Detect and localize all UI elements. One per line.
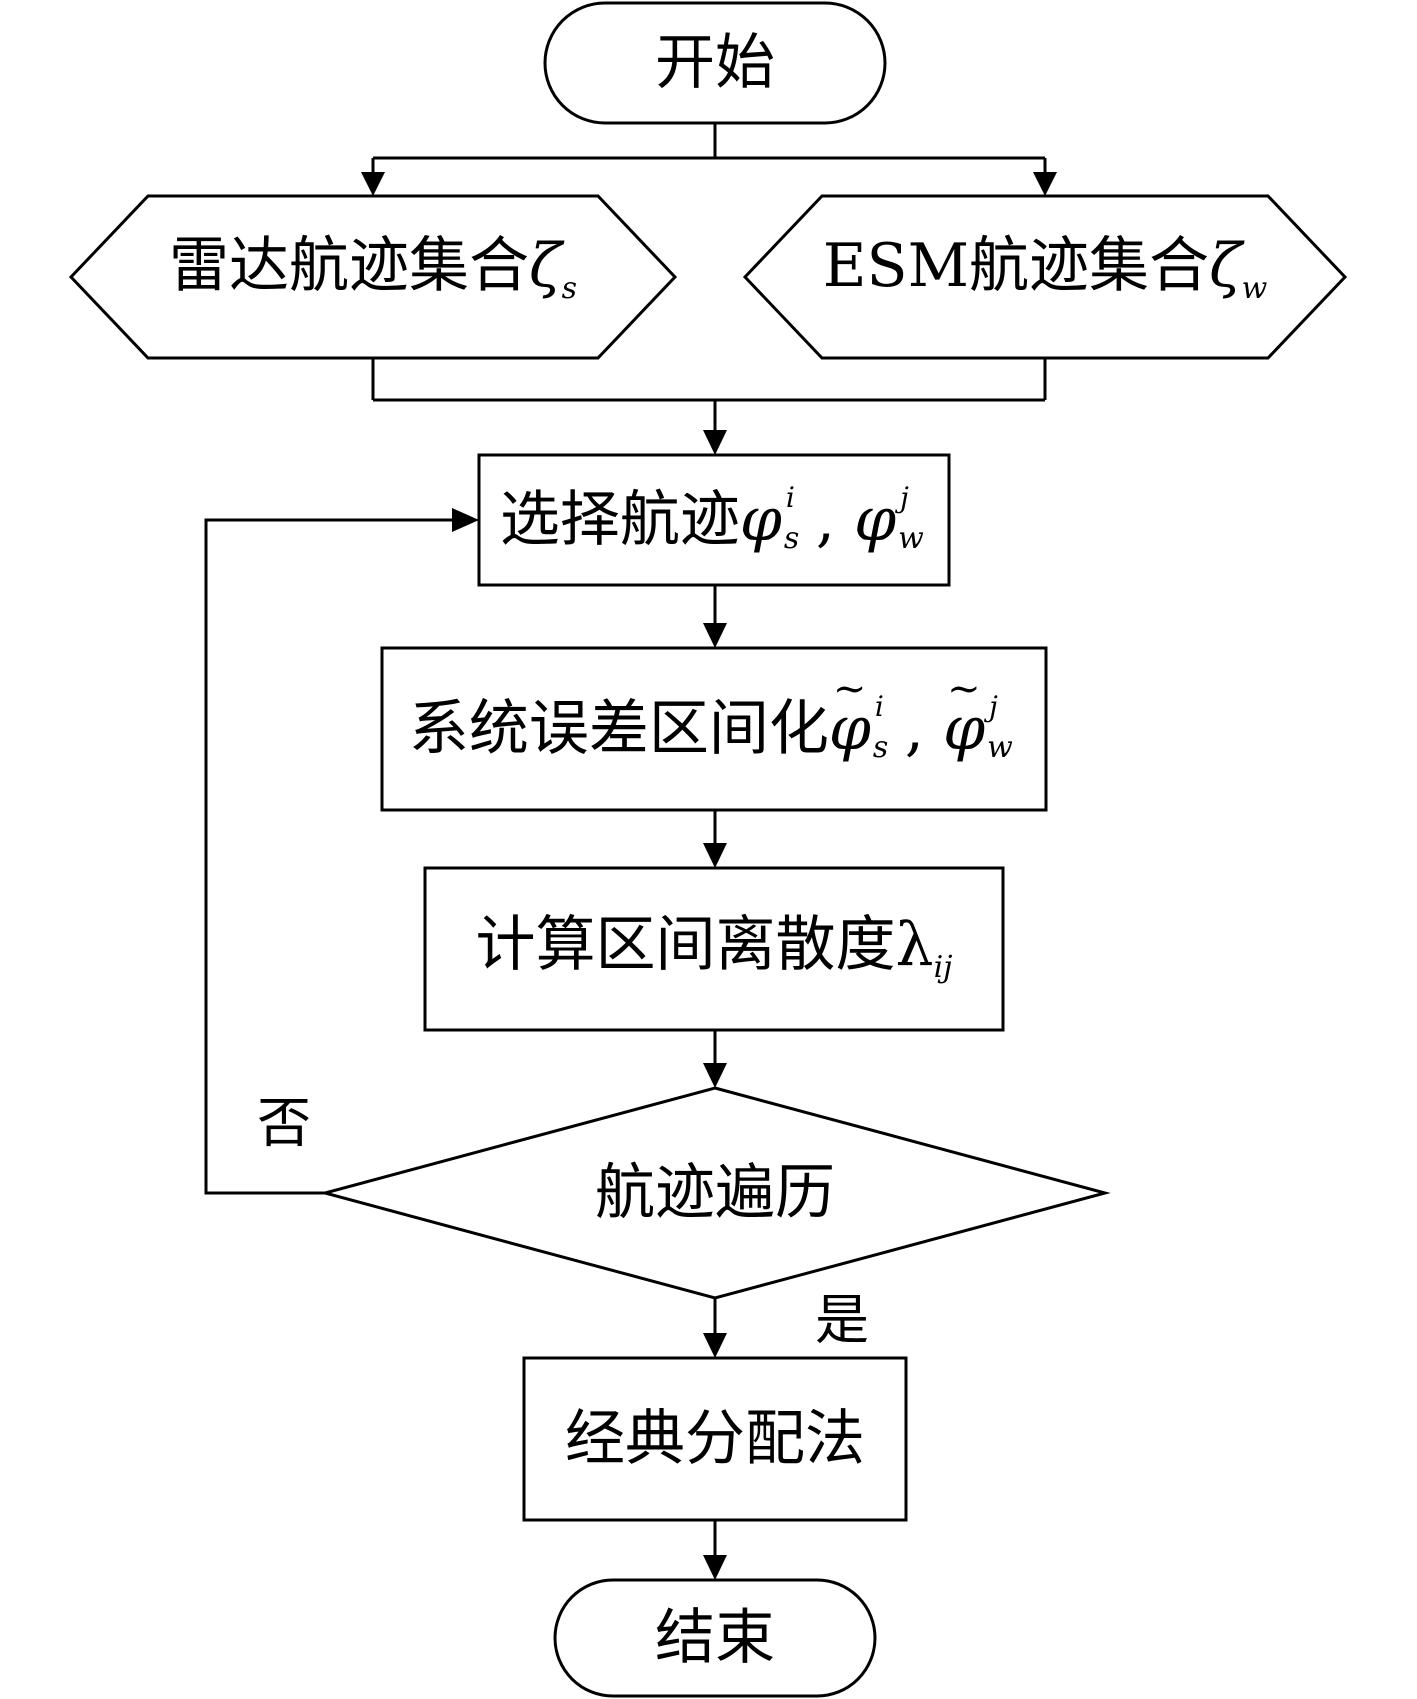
dispersion-label: 计算区间离散度λij	[476, 915, 953, 983]
start-label: 开始	[655, 33, 775, 93]
arrow-to-esm	[1033, 172, 1057, 196]
esm-set-symbol: ζ	[1209, 231, 1242, 301]
select-track-symbol-1: φ	[739, 485, 782, 555]
traverse-text: 航迹遍历	[595, 1158, 835, 1228]
end-text: 结束	[655, 1603, 775, 1673]
arrow-loop-to-select	[452, 508, 479, 532]
esm-set-subscript: w	[1241, 271, 1268, 306]
interval-text: 系统误差区间化	[408, 694, 829, 764]
interval-symbol-2: φ	[943, 669, 985, 759]
select-track-sup-2: j	[900, 481, 909, 514]
arrow-to-decision	[703, 1063, 727, 1088]
select-track-sub-2: w	[898, 521, 924, 556]
yes-branch-label: 是	[815, 1288, 869, 1352]
select-track-text: 选择航迹	[499, 485, 740, 555]
dispersion-subscript: ij	[933, 950, 953, 985]
interval-sup-1: i	[874, 690, 884, 723]
interval-sup-2: j	[989, 690, 998, 723]
assign-text: 经典分配法	[565, 1404, 865, 1474]
esm-set-label: ESM航迹集合ζw	[823, 236, 1268, 304]
arrow-to-dispersion	[703, 843, 727, 868]
arrow-to-select	[703, 430, 727, 455]
start-text: 开始	[655, 28, 775, 98]
select-track-symbol-2: φ	[854, 485, 897, 555]
arrow-to-assign	[703, 1333, 727, 1358]
arrow-to-interval	[703, 623, 727, 648]
radar-set-hexagon	[68, 194, 678, 360]
dispersion-text: 计算区间离散度	[475, 910, 896, 980]
interval-sub-1: s	[872, 730, 889, 765]
dispersion-box	[423, 866, 1005, 1032]
esm-set-text: ESM航迹集合	[822, 231, 1210, 301]
connector-no-loop	[204, 518, 452, 1195]
interval-box	[380, 646, 1048, 812]
no-branch-label: 否	[257, 1091, 311, 1155]
radar-set-label: 雷达航迹集合ζs	[169, 236, 577, 304]
radar-set-symbol: ζ	[529, 231, 562, 301]
select-track-box	[477, 453, 951, 587]
traverse-label: 航迹遍历	[595, 1163, 835, 1223]
select-track-sup-1: i	[785, 481, 795, 514]
select-track-sub-1: s	[783, 521, 800, 556]
interval-label: 系统误差区间化φis, φjw	[409, 669, 1019, 763]
interval-sub-2: w	[987, 730, 1013, 765]
interval-symbol-1: φ	[829, 669, 871, 759]
assign-box	[522, 1356, 908, 1522]
end-terminator	[553, 1578, 877, 1698]
radar-set-text: 雷达航迹集合	[169, 231, 530, 301]
dispersion-symbol: λ	[895, 910, 934, 980]
assign-label: 经典分配法	[565, 1409, 865, 1469]
interval-separator: ,	[904, 694, 924, 764]
arrow-to-radar	[361, 172, 385, 196]
radar-set-subscript: s	[561, 271, 577, 306]
arrow-to-end	[703, 1555, 727, 1580]
end-label: 结束	[655, 1608, 775, 1668]
select-track-separator: ,	[815, 485, 835, 555]
esm-set-hexagon	[742, 194, 1348, 360]
